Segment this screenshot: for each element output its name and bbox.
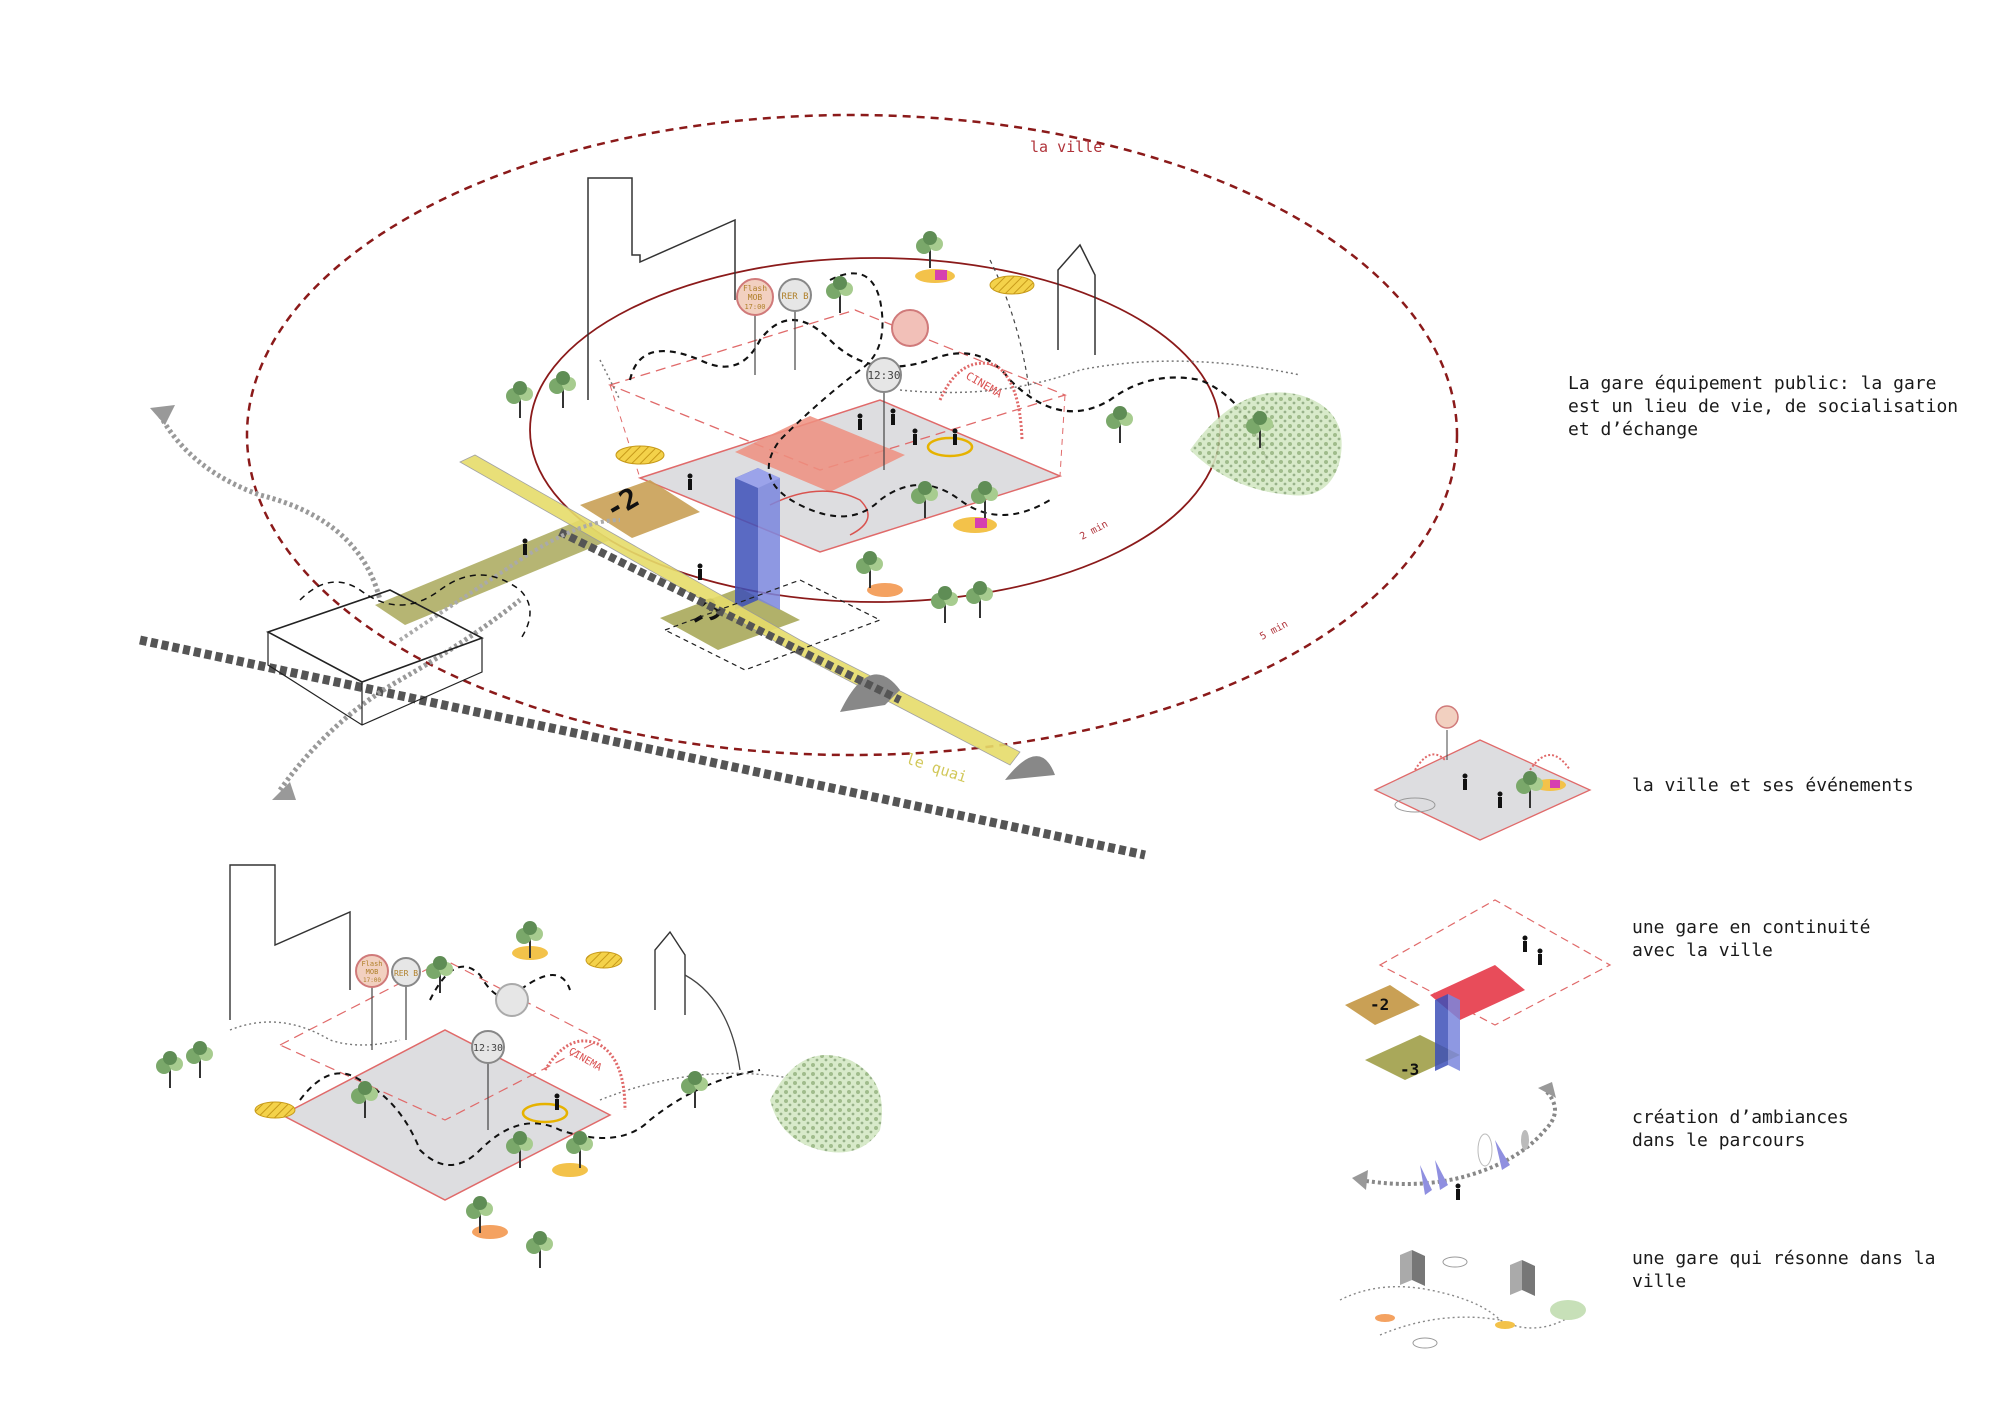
- rer-sign-small: RER B: [391, 957, 421, 1040]
- sign-flash-text: Flash: [743, 284, 767, 293]
- main-diagram: la ville 5 min 2 min -2 -3 le quai: [139, 113, 1459, 860]
- blank-sign-small: [495, 983, 529, 1017]
- svg-text:-3: -3: [1400, 1060, 1419, 1079]
- city-events-diagram: 12:30 Flash MOB 17:00 RER B CINEMA: [155, 864, 882, 1269]
- person-icon: [554, 1093, 560, 1110]
- clock-sign-small: 12:30: [471, 1030, 505, 1130]
- ring-inner-label: 2 min: [1078, 519, 1110, 543]
- sign-mob-text-small: MOB: [366, 968, 379, 976]
- tree-icon: [965, 580, 994, 619]
- level-minus-2-slab: [580, 480, 700, 538]
- underground-walkway: [375, 520, 610, 625]
- pedestrian-path-main: [628, 318, 1272, 471]
- headline-text: La gare équipement public: la gare est u…: [1568, 373, 1959, 440]
- tree-icon: [825, 275, 854, 314]
- svg-text:-2: -2: [1370, 995, 1389, 1014]
- tree-icon: [155, 1050, 184, 1089]
- ambience-arrow-southwest: [277, 598, 522, 792]
- tree-icon: [915, 230, 944, 269]
- tree-icon: [185, 1040, 214, 1079]
- ring-outer-label: 5 min: [1258, 619, 1290, 643]
- legend-icon-ambiences: [1352, 1082, 1557, 1200]
- sign-time-text-small: 17:00: [363, 977, 381, 984]
- person-icon: [912, 428, 918, 445]
- tunnel-arch-right: [1005, 756, 1055, 780]
- tunnel-arch-left: [840, 674, 900, 712]
- person-icon: [522, 538, 528, 555]
- legend-icon-city-events: [1373, 705, 1592, 841]
- dotted-sound-path: [599, 359, 1301, 401]
- tree-icon: [680, 1070, 709, 1109]
- plaza-frame-small: [278, 959, 602, 1121]
- clock-sign: 12:30: [866, 357, 902, 470]
- clock-time-small: 12:30: [473, 1043, 503, 1054]
- rer-sign: RER B: [778, 278, 812, 370]
- vegetation-patch: [1190, 392, 1342, 496]
- event-mark-yellow-1: [615, 445, 665, 465]
- tree-icon: [548, 370, 577, 409]
- pedestrian-path-west: [299, 574, 531, 641]
- clock-time: 12:30: [867, 369, 900, 382]
- tree-icon: [1105, 405, 1134, 444]
- tree-icon: [425, 955, 454, 994]
- legend-label-ambiences: création d’ambiances dans le parcours: [1632, 1107, 1849, 1151]
- ambience-arrow-northwest: [157, 413, 383, 601]
- sign-rer-text: RER B: [781, 292, 808, 302]
- railway-line: [139, 635, 1146, 860]
- skyline-towers: [587, 177, 736, 400]
- person-icon: [857, 413, 863, 430]
- city-label: la ville: [1030, 138, 1102, 156]
- person-icon: [687, 473, 693, 490]
- event-mark-ring: [926, 436, 974, 458]
- legend-label-station-continuity: une gare en continuité avec la ville: [1632, 917, 1871, 961]
- quay-label: le quai: [904, 750, 970, 787]
- flash-mob-sign: Flash MOB 17:00: [736, 278, 774, 375]
- cinema-label-small: CINEMA: [567, 1046, 604, 1074]
- skyline-church: [1057, 243, 1096, 355]
- station-blue-tower: [735, 468, 758, 610]
- blank-sign: [891, 309, 929, 347]
- cinema-label: CINEMA: [964, 369, 1005, 400]
- cinema-arch: CINEMA: [938, 361, 1024, 441]
- vegetation-patch-small: [770, 1055, 882, 1153]
- person-icon: [952, 428, 958, 445]
- person-icon: [890, 408, 896, 425]
- legend-icon-station-continuity: -2 -3: [1345, 899, 1612, 1080]
- event-mark-yellow-small: [254, 1101, 296, 1119]
- sign-flash-text-small: Flash: [361, 960, 382, 968]
- sign-rer-text-small: RER B: [394, 969, 418, 978]
- legend-label-city-events: la ville et ses événements: [1632, 775, 1914, 796]
- tree-icon: [930, 585, 959, 624]
- tree-icon: [855, 550, 884, 589]
- pedestrian-path-loop: [767, 272, 1051, 518]
- tree-icon: [505, 380, 534, 419]
- tree-icon: [525, 1230, 554, 1269]
- legend-icon-resonance: [1339, 1250, 1586, 1349]
- person-icon: [697, 563, 703, 580]
- wireframe-box-east: [663, 579, 882, 671]
- sign-time-text: 17:00: [744, 303, 765, 311]
- city-plaza-small: [280, 1029, 612, 1201]
- flash-mob-sign-small: Flash MOB 17:00: [355, 954, 389, 1050]
- event-mark-orange: [867, 583, 903, 597]
- station-red-floor: [735, 416, 905, 492]
- city-ring-5min: [245, 113, 1459, 757]
- skyline-towers-small: [229, 864, 351, 1020]
- legend-label-resonance: une gare qui résonne dans la ville: [1632, 1248, 1936, 1292]
- event-mark-yellow-small-2: [585, 951, 623, 969]
- pedestrian-path-small: [299, 965, 761, 1166]
- sign-mob-text: MOB: [748, 293, 763, 302]
- event-mark-yellow-2: [989, 275, 1035, 295]
- skyline-church-small: [654, 930, 686, 1015]
